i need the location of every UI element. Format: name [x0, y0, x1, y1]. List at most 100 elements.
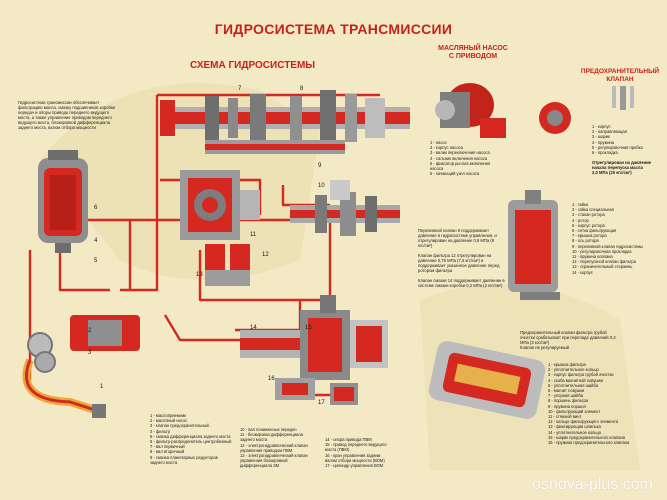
differential-block-11 [180, 170, 260, 240]
legend-item: 2 - масляный насос [150, 418, 188, 424]
legend-item: 8 - ось ротора [572, 238, 599, 244]
pump-legend: 1 - насос 2 - корпус насоса 3 - валик пе… [430, 140, 490, 176]
callout-6: 6 [94, 205, 98, 211]
legend-item: 3 - клапан предохранительный [150, 423, 209, 429]
centrifugal-filter-illustration [508, 190, 560, 300]
legend-item: 13 - электрогидравлический клапан [240, 453, 308, 459]
safety-valve-illustration [539, 86, 634, 134]
valve-note: Отрегулирован на давление начала перепус… [592, 160, 651, 175]
legend-item: 6 - фильтр-распределитель центробежный [150, 439, 232, 445]
callout-3: 3 [88, 350, 92, 356]
legend-item: 12 - электрогидравлический клапан [240, 442, 308, 448]
legend-item: 4 - пружина [592, 139, 615, 145]
legend-item: 3 - стакан ротора [572, 212, 605, 218]
legend-item: 1 - корпус [592, 124, 611, 129]
legend-item: 1 - гайка [572, 202, 589, 207]
callout-9: 9 [318, 163, 322, 169]
legend-item: 5 - корпус ротора [572, 222, 605, 228]
legend-item: 5 - смазка дифференциала заднего моста [150, 433, 231, 439]
callout-17: 17 [318, 400, 325, 406]
callout-5: 5 [94, 258, 98, 264]
legend-item: 1 - маслоприемник [150, 413, 186, 418]
legend-item: 5 - фиксатор рычага включения [430, 160, 491, 166]
valve-title: ПРЕДОХРАНИТЕЛЬНЫЙ КЛАПАН [580, 68, 660, 83]
legend-item: 9 - смазка планетарных редукторов [150, 454, 218, 460]
legend-item: 8 - вал вторичный [150, 449, 185, 455]
filter-4 [38, 150, 88, 253]
callout-14: 14 [250, 325, 257, 331]
lower-gear-shaft [290, 180, 400, 236]
pump-with-drive-illustration [435, 83, 506, 138]
valve-legend: 1 - корпус 2 - направляющая 3 - шарик 4 … [592, 124, 643, 155]
legend-item: заднего моста [240, 437, 268, 443]
legend-item: 11 - блокировка дифференциала [240, 432, 303, 438]
legend-item: 2 - гайка специальная [572, 207, 614, 213]
legend-item: 15 - шарик предохранительного клапана [548, 434, 626, 440]
legend-item: 16 - пружина предохранительного клапана [548, 440, 630, 446]
legend-item: 3 - шарик [592, 134, 610, 140]
filter-legend: 1 - гайка 2 - гайка специальная 3 - стак… [572, 202, 643, 275]
callout-8: 8 [300, 86, 304, 92]
legend-item: 13 - ограничительный стержень [572, 264, 633, 270]
callout-15: 15 [305, 325, 312, 331]
legend-item: заднего моста [150, 459, 178, 465]
intro-text: Гидросистема трансмиссии обеспечивает фи… [18, 100, 116, 130]
legend-item: 16 - кран управления задним [325, 452, 381, 458]
legend-item: 2 - уплотнительное кольцо [548, 367, 599, 373]
legend-item: дифференциала ЗМ [240, 463, 280, 469]
legend-item: валом отбора мощности (ВОМ) [325, 457, 385, 463]
legend-item: 7 - упорная шайба [548, 393, 583, 399]
legend-item: 3 - валик переключения насоса [430, 150, 490, 156]
legend-item: 11 - пружина клапана [572, 254, 613, 260]
legend-item: 3 - корпус фильтра грубой очистки [548, 372, 614, 378]
legend-item: 15 - привод переднего ведущего [325, 442, 387, 448]
callout-13: 13 [196, 272, 203, 278]
legend-item: насоса [430, 166, 444, 172]
legend-item: 6 - магнит ловушки [548, 388, 585, 394]
filter-note: Переливной клапан 9 поддерживает давлени… [418, 228, 505, 288]
callout-16: 16 [268, 376, 275, 382]
legend-item: 1 - крышка фильтра [548, 362, 586, 367]
legend-item: 12 - кольцо фильтрующего элемента [548, 419, 619, 425]
legend-item: 13 - фиксирующая шпилька [548, 424, 601, 430]
legend-item: 14 - корпус [572, 269, 593, 275]
gearbox-shaft-top [160, 90, 410, 154]
legend-item: 9 - переливной клапан гидросистемы [572, 243, 643, 249]
solenoid-valves-12-13 [205, 244, 250, 286]
legend-item: 6 - прокладка [592, 150, 618, 156]
legend-item: управления приводом ПВМ [240, 447, 293, 453]
callout-10: 10 [318, 183, 325, 189]
legend-item: 14 - опора привода ПВМ [325, 437, 372, 442]
callout-4: 4 [94, 238, 98, 244]
legend-item: 5 - регулировочная пробка [592, 144, 643, 150]
legend-item: 4 - фильтр [150, 428, 170, 434]
front-axle-drive-15 [240, 295, 388, 380]
legend-item: 10 - регулировочная прокладка [572, 248, 632, 254]
legend-item: 6 - качающий узел насоса [430, 171, 480, 177]
callout-2: 2 [88, 328, 92, 334]
watermark: osnova-plus.com [532, 476, 653, 493]
pto-control-16-17 [275, 378, 358, 405]
legend-item: 12 - перепускной клапан фильтра [572, 259, 636, 265]
legend-item: 2 - направляющая [592, 129, 627, 135]
legend-item: 4 - скоба магнитной ловушки [548, 377, 603, 383]
legend-item: 7 - вал первичный [150, 444, 185, 450]
pump-title: МАСЛЯНЫЙ НАСОС С ПРИВОДОМ [438, 45, 508, 60]
legend-item: 8 - поршень фильтра [548, 398, 589, 404]
schema-title: СХЕМА ГИДРОСИСТЕМЫ [190, 60, 316, 71]
legend-item: 2 - корпус насоса [430, 145, 463, 151]
bottom-legend-col3: 14 - опора привода ПВМ 15 - привод перед… [325, 437, 387, 468]
legend-item: 10 - фильтрующий элемент [548, 408, 601, 414]
legend-item: 9 - пружина поршня [548, 403, 586, 409]
callout-1: 1 [100, 384, 104, 390]
bottom-legend-col1: 1 - маслоприемник 2 - масляный насос 3 -… [150, 413, 231, 465]
legend-item: 1 - насос [430, 140, 447, 145]
legend-item: моста (ПВМ) [325, 447, 350, 453]
coarse-filter-note: Предохранительный клапан фильтра грубой … [520, 330, 616, 350]
callout-12: 12 [262, 252, 269, 258]
coarse-filter-illustration [428, 341, 546, 419]
legend-item: 14 - уплотнительное кольцо [548, 429, 602, 435]
legend-item: 4 - ротор [572, 217, 589, 223]
